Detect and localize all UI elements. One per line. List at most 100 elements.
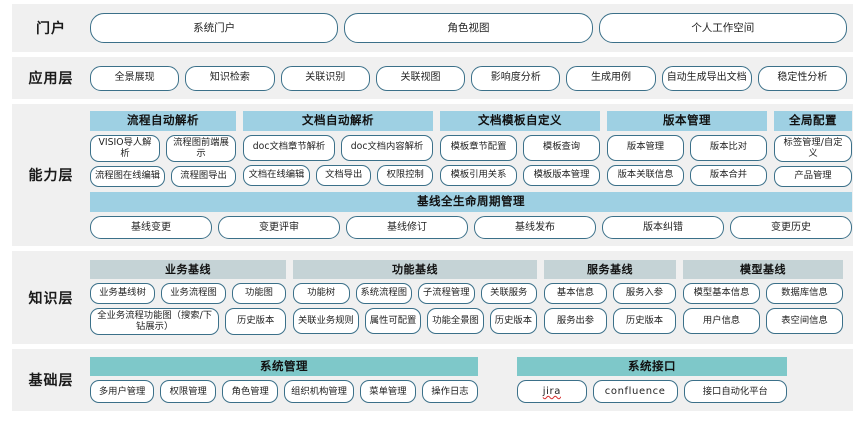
portal-item-role-view[interactable]: 角色视图 bbox=[344, 13, 593, 43]
kn-system-flowchart[interactable]: 系统流程图 bbox=[355, 282, 412, 304]
cap-flowchart-frontend-display[interactable]: 流程图前端展示 bbox=[166, 134, 236, 163]
base-group-system-manage: 系统管理 多用户管理 权限管理 角色管理 组织机构管理 菜单管理 操作日志 bbox=[90, 356, 478, 404]
kn-basic-info[interactable]: 基本信息 bbox=[544, 282, 607, 304]
app-item-stability-analysis[interactable]: 稳定性分析 bbox=[757, 65, 847, 91]
kn-business-baseline-tree[interactable]: 业务基线树 bbox=[90, 282, 155, 304]
kn-history-version-function[interactable]: 历史版本 bbox=[489, 307, 537, 334]
knowledge-group-business-baseline: 业务基线 业务基线树 业务流程图 功能图 全业务流程功能图（搜索/下钻展示） 历… bbox=[90, 259, 286, 336]
kn-function-panorama[interactable]: 功能全景图 bbox=[427, 307, 484, 334]
kn-full-business-process-function-map[interactable]: 全业务流程功能图（搜索/下钻展示） bbox=[90, 307, 220, 336]
app-item-impact-analysis[interactable]: 影响度分析 bbox=[471, 65, 561, 91]
cap-template-query[interactable]: 模板查询 bbox=[523, 134, 600, 161]
app-item-auto-export-doc[interactable]: 自动生成导出文档 bbox=[661, 65, 752, 91]
portal-item-system-portal[interactable]: 系统门户 bbox=[90, 13, 339, 43]
cap-doc-chapter-parse[interactable]: doc文档章节解析 bbox=[243, 134, 335, 161]
group-row: 业务基线树 业务流程图 功能图 bbox=[90, 282, 286, 304]
cap-change-history[interactable]: 变更历史 bbox=[730, 215, 852, 239]
group-row: 基本信息 服务入参 bbox=[544, 282, 676, 304]
kn-function-diagram[interactable]: 功能图 bbox=[232, 282, 286, 304]
cap-template-reference-relation[interactable]: 模板引用关系 bbox=[440, 164, 517, 186]
application-items-row: 全景展现 知识检索 关联识别 关联视图 影响度分析 生成用例 自动生成导出文档 … bbox=[90, 65, 847, 91]
group-head-doc-template: 文档模板自定义 bbox=[440, 111, 600, 131]
layer-body-knowledge: 业务基线 业务基线树 业务流程图 功能图 全业务流程功能图（搜索/下钻展示） 历… bbox=[90, 251, 853, 344]
group-head-system-interface: 系统接口 bbox=[517, 356, 787, 377]
cap-flowchart-online-edit[interactable]: 流程图在线编辑 bbox=[90, 166, 166, 188]
cap-version-correction[interactable]: 版本纠错 bbox=[602, 215, 724, 239]
base-role-manage[interactable]: 角色管理 bbox=[222, 380, 279, 404]
kn-user-info[interactable]: 用户信息 bbox=[683, 307, 760, 334]
app-item-panorama[interactable]: 全景展现 bbox=[90, 65, 180, 91]
cap-version-merge[interactable]: 版本合并 bbox=[690, 164, 767, 186]
kn-history-version-service[interactable]: 历史版本 bbox=[613, 307, 676, 334]
base-confluence-link[interactable]: confluence bbox=[592, 380, 678, 404]
knowledge-group-model-baseline: 模型基线 模型基本信息 数据库信息 用户信息 表空间信息 bbox=[683, 259, 843, 336]
portal-item-personal-workspace[interactable]: 个人工作空间 bbox=[598, 13, 847, 43]
cap-change-review[interactable]: 变更评审 bbox=[218, 215, 340, 239]
kn-business-flowchart[interactable]: 业务流程图 bbox=[161, 282, 226, 304]
cap-baseline-revision[interactable]: 基线修订 bbox=[346, 215, 468, 239]
base-operation-log[interactable]: 操作日志 bbox=[421, 380, 478, 404]
cap-tag-manage-custom[interactable]: 标签管理/自定义 bbox=[774, 134, 852, 163]
app-item-generate-usecase[interactable]: 生成用例 bbox=[566, 65, 656, 91]
app-item-knowledge-search[interactable]: 知识检索 bbox=[185, 65, 275, 91]
layer-body-portal: 系统门户 角色视图 个人工作空间 bbox=[90, 4, 853, 52]
cap-version-manage[interactable]: 版本管理 bbox=[607, 134, 684, 161]
kn-attribute-configurable[interactable]: 属性可配置 bbox=[364, 307, 422, 334]
cap-flowchart-export[interactable]: 流程图导出 bbox=[171, 166, 236, 188]
group-head-baseline-lifecycle: 基线全生命周期管理 bbox=[90, 192, 852, 212]
layer-label-capability: 能力层 bbox=[28, 168, 74, 184]
layer-label-application: 应用层 bbox=[28, 71, 74, 87]
app-item-relation-view[interactable]: 关联视图 bbox=[375, 65, 466, 91]
group-row: 版本关联信息 版本合并 bbox=[607, 164, 767, 186]
layer-body-base: 系统管理 多用户管理 权限管理 角色管理 组织机构管理 菜单管理 操作日志 系统… bbox=[90, 349, 853, 411]
cap-doc-online-edit[interactable]: 文档在线编辑 bbox=[243, 164, 310, 186]
kn-service-output-params[interactable]: 服务出参 bbox=[544, 307, 607, 334]
cap-template-version-manage[interactable]: 模板版本管理 bbox=[523, 164, 600, 186]
layer-application: 应用层 全景展现 知识检索 关联识别 关联视图 影响度分析 生成用例 自动生成导… bbox=[12, 57, 853, 99]
group-row: 模板章节配置 模板查询 bbox=[440, 134, 600, 161]
kn-function-tree[interactable]: 功能树 bbox=[293, 282, 350, 304]
group-head-system-manage: 系统管理 bbox=[90, 356, 478, 377]
base-org-structure-manage[interactable]: 组织机构管理 bbox=[284, 380, 354, 404]
layer-portal: 门户 系统门户 角色视图 个人工作空间 bbox=[12, 4, 853, 52]
kn-tablespace-info[interactable]: 表空间信息 bbox=[766, 307, 843, 334]
cap-doc-content-parse[interactable]: doc文档内容解析 bbox=[341, 134, 433, 161]
cap-baseline-release[interactable]: 基线发布 bbox=[474, 215, 596, 239]
kn-history-version-business[interactable]: 历史版本 bbox=[225, 307, 286, 336]
cap-product-manage[interactable]: 产品管理 bbox=[774, 166, 852, 188]
group-row: 全业务流程功能图（搜索/下钻展示） 历史版本 bbox=[90, 307, 286, 336]
group-row: 多用户管理 权限管理 角色管理 组织机构管理 菜单管理 操作日志 bbox=[90, 380, 478, 404]
group-row: 版本管理 版本比对 bbox=[607, 134, 767, 161]
base-jira-link[interactable]: jira bbox=[517, 380, 587, 404]
kn-service-input-params[interactable]: 服务入参 bbox=[613, 282, 676, 304]
group-row: 文档在线编辑 文档导出 权限控制 bbox=[243, 164, 433, 186]
kn-model-basic-info[interactable]: 模型基本信息 bbox=[683, 282, 760, 304]
cap-permission-control[interactable]: 权限控制 bbox=[377, 164, 433, 186]
capability-group-baseline-lifecycle: 基线全生命周期管理 基线变更 变更评审 基线修订 基线发布 版本纠错 变更历史 bbox=[90, 192, 852, 239]
cap-doc-export[interactable]: 文档导出 bbox=[315, 164, 372, 186]
base-multi-user-manage[interactable]: 多用户管理 bbox=[90, 380, 155, 404]
group-row: 产品管理 bbox=[774, 166, 852, 188]
app-item-relation-recognition[interactable]: 关联识别 bbox=[280, 65, 370, 91]
group-head-model-baseline: 模型基线 bbox=[683, 259, 843, 279]
base-groups: 系统管理 多用户管理 权限管理 角色管理 组织机构管理 菜单管理 操作日志 系统… bbox=[90, 356, 847, 404]
layer-label-base: 基础层 bbox=[28, 373, 74, 389]
group-row: jira confluence 接口自动化平台 bbox=[517, 380, 787, 404]
cap-visio-import-parse[interactable]: VISIO导人解析 bbox=[90, 134, 160, 163]
base-menu-manage[interactable]: 菜单管理 bbox=[359, 380, 416, 404]
kn-related-business-rule[interactable]: 关联业务规则 bbox=[293, 307, 359, 334]
cap-version-compare[interactable]: 版本比对 bbox=[690, 134, 767, 161]
base-api-automation-platform[interactable]: 接口自动化平台 bbox=[683, 380, 787, 404]
cap-baseline-change[interactable]: 基线变更 bbox=[90, 215, 212, 239]
group-row: 功能树 系统流程图 子流程管理 关联服务 bbox=[293, 282, 537, 304]
kn-database-info[interactable]: 数据库信息 bbox=[766, 282, 843, 304]
kn-related-service[interactable]: 关联服务 bbox=[480, 282, 537, 304]
capability-group-global-config: 全局配置 标签管理/自定义 产品管理 bbox=[774, 111, 852, 188]
layer-base: 基础层 系统管理 多用户管理 权限管理 角色管理 组织机构管理 菜单管理 操作日… bbox=[12, 349, 853, 411]
cap-template-chapter-config[interactable]: 模板章节配置 bbox=[440, 134, 517, 161]
cap-version-relation-info[interactable]: 版本关联信息 bbox=[607, 164, 684, 186]
kn-subprocess-manage[interactable]: 子流程管理 bbox=[418, 282, 475, 304]
group-head-function-baseline: 功能基线 bbox=[293, 259, 537, 279]
base-permission-manage[interactable]: 权限管理 bbox=[160, 380, 217, 404]
